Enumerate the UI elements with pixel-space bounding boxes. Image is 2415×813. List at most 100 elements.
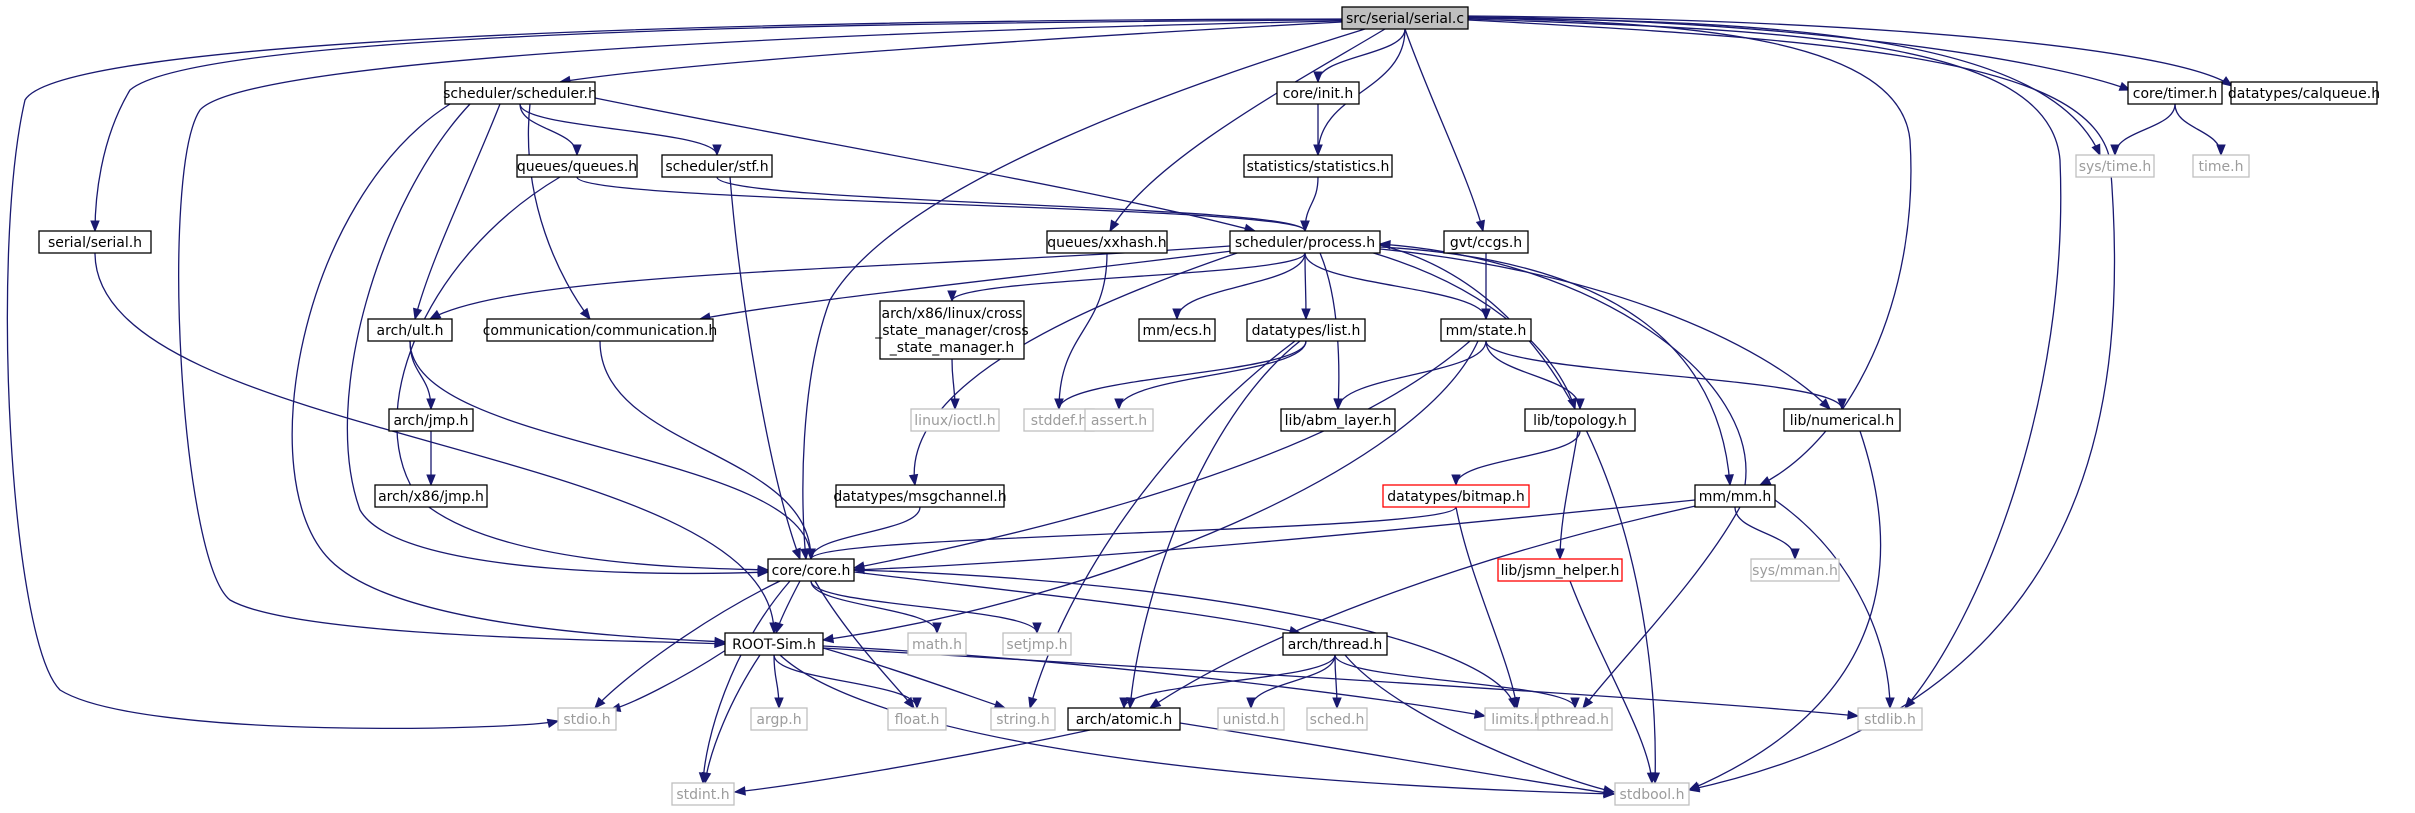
- arrowhead-icon: [1570, 697, 1580, 710]
- edge-queues-queues-h-to-core-core-h: [396, 176, 770, 575]
- arrowhead-icon: [908, 473, 919, 487]
- node-arch-x86-linux-cross-state-manager-cross-state-manager-h[interactable]: arch/x86/linux/cross_state_manager/cross…: [874, 300, 1029, 360]
- edge-datatypes-bitmap-h-to-core-core-h: [806, 506, 1457, 561]
- node-datatypes-bitmap-h[interactable]: datatypes/bitmap.h: [1382, 484, 1530, 508]
- edge-scheduler-process-h-to-mm-ecs-h: [1172, 252, 1306, 321]
- node-box: [1217, 707, 1285, 731]
- arrowhead-icon: [1475, 219, 1485, 233]
- arrowhead-icon: [912, 697, 922, 710]
- edge-communication-communication-h-to-core-core-h: [599, 340, 816, 561]
- node-scheduler-process-h[interactable]: scheduler/process.h: [1229, 230, 1381, 254]
- arrowhead-icon: [1300, 220, 1310, 233]
- node-lib-jsmn-helper-h[interactable]: lib/jsmn_helper.h: [1497, 558, 1623, 582]
- node-label: setjmp.h: [1006, 637, 1067, 653]
- node-statistics-statistics-h[interactable]: statistics/statistics.h: [1243, 154, 1393, 178]
- node-box: [557, 707, 617, 731]
- node-box: [1243, 154, 1393, 178]
- edge-queues-xxhash-h-to-stddef-h: [1054, 252, 1108, 411]
- node-lib-abm-layer-h[interactable]: lib/abm_layer.h: [1280, 408, 1396, 432]
- node-communication-communication-h[interactable]: communication/communication.h: [483, 318, 718, 342]
- node-datatypes-msgchannel-h[interactable]: datatypes/msgchannel.h: [833, 484, 1007, 508]
- edge-lib-numerical-h-to-stdbool-h: [1687, 430, 1882, 791]
- node-linux-ioctl-h: linux/ioctl.h: [910, 408, 1000, 432]
- arrowhead-icon: [701, 771, 712, 785]
- edge-root-sim-h-to-stdlib-h: [822, 647, 1860, 720]
- node-arch-atomic-h[interactable]: arch/atomic.h: [1067, 707, 1181, 731]
- node-core-init-h[interactable]: core/init.h: [1276, 81, 1360, 105]
- node-label: datatypes/msgchannel.h: [833, 489, 1006, 505]
- edge-scheduler-process-h-to-datatypes-list-h: [1301, 252, 1311, 321]
- node-label: core/timer.h: [2133, 86, 2217, 102]
- node-box: [671, 782, 735, 806]
- node-mm-mm-h[interactable]: mm/mm.h: [1694, 484, 1776, 508]
- node-box: [1614, 782, 1690, 806]
- edge-arch-thread-h-to-pthread-h: [1334, 654, 1580, 710]
- arrowhead-icon: [572, 144, 582, 157]
- node-datatypes-list-h[interactable]: datatypes/list.h: [1246, 318, 1366, 342]
- node-box: [1046, 230, 1168, 254]
- edge-serial-serial-h-to-root-sim-h: [94, 252, 779, 635]
- node-queues-xxhash-h[interactable]: queues/xxhash.h: [1046, 230, 1168, 254]
- node-label: datatypes/calqueue.h: [2228, 86, 2380, 102]
- node-arch-jmp-h[interactable]: arch/jmp.h: [388, 408, 474, 432]
- node-box: [1750, 558, 1840, 582]
- node-box: [388, 408, 474, 432]
- node-sys-time-h: sys/time.h: [2075, 154, 2155, 178]
- node-src-serial-serial-c[interactable]: src/serial/serial.c: [1341, 6, 1469, 30]
- arrowhead-icon: [1172, 308, 1182, 321]
- node-label: serial/serial.h: [48, 235, 142, 251]
- edge-datatypes-list-h-to-assert-h: [1114, 340, 1307, 411]
- node-arch-thread-h[interactable]: arch/thread.h: [1282, 632, 1388, 656]
- edge-datatypes-list-h-to-stddef-h: [1054, 340, 1307, 411]
- arrowhead-icon: [1378, 240, 1391, 250]
- node-lib-numerical-h[interactable]: lib/numerical.h: [1783, 408, 1901, 432]
- node-scheduler-stf-h[interactable]: scheduler/stf.h: [661, 154, 773, 178]
- node-scheduler-scheduler-h[interactable]: scheduler/scheduler.h: [443, 81, 597, 105]
- node-box: [444, 81, 596, 105]
- edges-layer: [6, 15, 2234, 799]
- arrowhead-icon: [774, 697, 784, 710]
- arrowhead-icon: [2091, 143, 2101, 157]
- node-lib-topology-h[interactable]: lib/topology.h: [1524, 408, 1636, 432]
- edge-src-serial-serial-c-to-stdbool-h: [1467, 19, 2116, 793]
- arrowhead-icon: [714, 636, 727, 647]
- arrowhead-icon: [1333, 398, 1343, 411]
- node-gvt-ccgs-h[interactable]: gvt/ccgs.h: [1443, 230, 1529, 254]
- node-box: [2192, 154, 2250, 178]
- node-box: [516, 154, 638, 178]
- edge-mm-state-h-to-lib-numerical-h: [1485, 340, 1847, 411]
- node-box: [486, 318, 714, 342]
- node-box: [1276, 81, 1360, 105]
- node-box: [1229, 230, 1381, 254]
- arrowhead-icon: [791, 547, 801, 561]
- arrowhead-icon: [1555, 548, 1565, 561]
- node-core-core-h[interactable]: core/core.h: [767, 558, 855, 582]
- node-queues-queues-h[interactable]: queues/queues.h: [516, 154, 638, 178]
- nodes-layer: src/serial/serial.c scheduler/scheduler.h…: [38, 6, 2380, 806]
- node-box: [767, 558, 855, 582]
- node-label: scheduler/scheduler.h: [443, 86, 597, 102]
- node-core-timer-h[interactable]: core/timer.h: [2127, 81, 2223, 105]
- node-arch-x86-jmp-h[interactable]: arch/x86/jmp.h: [374, 484, 488, 508]
- edge-src-serial-serial-c-to-serial-serial-h: [90, 19, 1343, 233]
- edge-root-sim-h-to-stdio-h: [608, 649, 727, 713]
- node-arch-ult-h[interactable]: arch/ult.h: [367, 318, 453, 342]
- node-datatypes-calqueue-h[interactable]: datatypes/calqueue.h: [2228, 81, 2380, 105]
- edge-scheduler-process-h-to-mm-state-h: [1304, 252, 1491, 321]
- node-label: ROOT-Sim.h: [732, 637, 816, 653]
- node-stdint-h: stdint.h: [671, 782, 735, 806]
- node-label: mm/ecs.h: [1143, 323, 1212, 339]
- arrowhead-icon: [1148, 698, 1162, 709]
- arrowhead-icon: [1473, 709, 1487, 719]
- arrowhead-icon: [1646, 772, 1657, 785]
- node-mm-ecs-h[interactable]: mm/ecs.h: [1138, 318, 1216, 342]
- arrowhead-icon: [1119, 697, 1129, 710]
- edge-mm-state-h-to-root-sim-h: [821, 340, 1479, 644]
- node-mm-state-h[interactable]: mm/state.h: [1440, 318, 1532, 342]
- edge-mm-mm-h-to-sys-mman-h: [1734, 506, 1800, 561]
- node-box: [887, 707, 947, 731]
- node-root-sim-h[interactable]: ROOT-Sim.h: [724, 632, 824, 656]
- edge-src-serial-serial-c-to-datatypes-calqueue-h: [1467, 15, 2234, 87]
- node-serial-serial-h[interactable]: serial/serial.h: [38, 230, 152, 254]
- edge-scheduler-scheduler-h-to-root-sim-h: [291, 103, 727, 647]
